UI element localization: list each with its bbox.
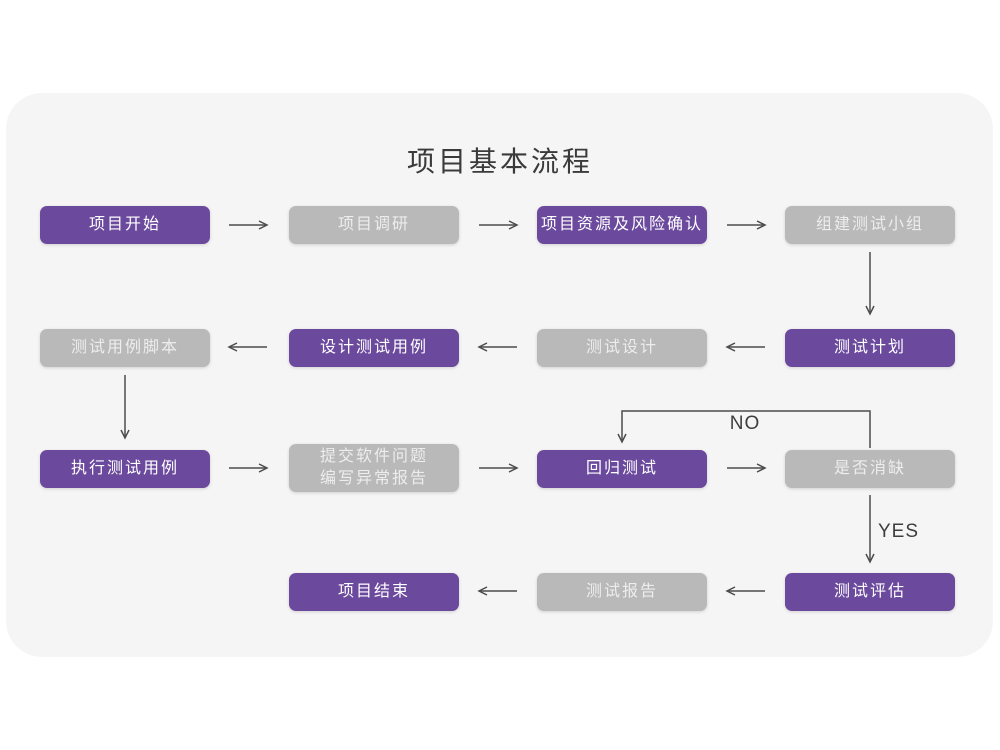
node-project-start: 项目开始 bbox=[40, 206, 210, 244]
node-test-case-script: 测试用例脚本 bbox=[40, 329, 210, 367]
node-design-test-case: 设计测试用例 bbox=[289, 329, 459, 367]
edge-label-yes: YES bbox=[878, 521, 920, 542]
node-resource-risk: 项目资源及风险确认 bbox=[537, 206, 707, 244]
node-project-research: 项目调研 bbox=[289, 206, 459, 244]
diagram-title: 项目基本流程 bbox=[406, 146, 593, 177]
node-test-evaluation: 测试评估 bbox=[785, 573, 955, 611]
node-test-plan: 测试计划 bbox=[785, 329, 955, 367]
node-build-test-team: 组建测试小组 bbox=[785, 206, 955, 244]
edge-label-no: NO bbox=[729, 413, 761, 434]
node-test-report: 测试报告 bbox=[537, 573, 707, 611]
node-project-end: 项目结束 bbox=[289, 573, 459, 611]
node-defect-resolved: 是否消缺 bbox=[785, 450, 955, 488]
flowchart-panel bbox=[6, 93, 993, 657]
node-execute-test-case: 执行测试用例 bbox=[40, 450, 210, 488]
node-submit-issue-report: 提交软件问题 编写异常报告 bbox=[289, 444, 459, 492]
node-test-design: 测试设计 bbox=[537, 329, 707, 367]
node-regression-test: 回归测试 bbox=[537, 450, 707, 488]
